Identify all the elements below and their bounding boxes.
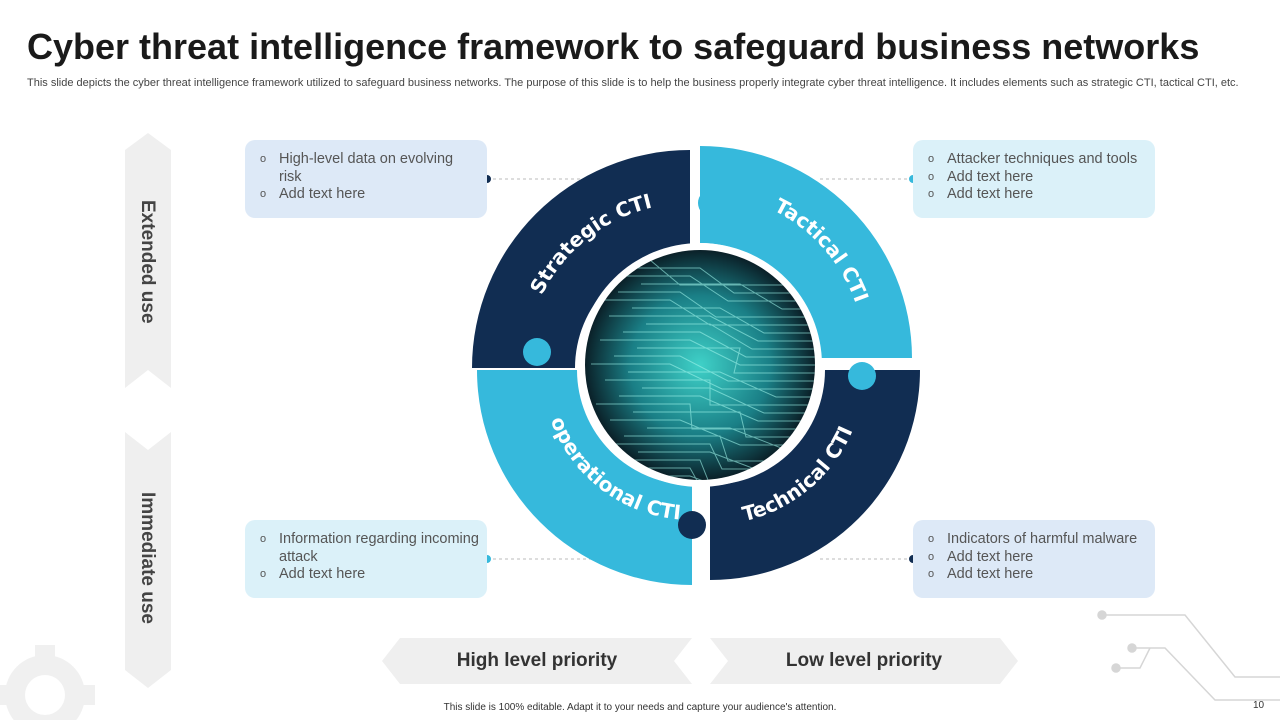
bullet: Add text here [927,549,1147,567]
segment-technical [710,370,920,580]
info-box-strategic: High-level data on evolving riskAdd text… [245,140,487,218]
info-box-technical: Indicators of harmful malwareAdd text he… [913,520,1155,598]
bullet: Information regarding incoming attack [259,531,479,566]
low-priority-label: Low level priority [785,650,943,671]
page-number: 10 [1253,700,1265,711]
bullet: High-level data on evolving risk [259,151,479,186]
segment-strategic [472,150,690,368]
connector-lines [487,178,913,560]
page-subtitle: This slide depicts the cyber threat inte… [27,77,1239,89]
puzzle-knob [523,338,551,366]
bullet: Add text here [259,186,479,204]
page-title: Cyber threat intelligence framework to s… [27,26,1200,67]
low-priority-arrow [710,638,1018,684]
footer-note: This slide is 100% editable. Adapt it to… [443,702,837,713]
info-box-operational: Information regarding incoming attackAdd… [245,520,487,598]
bullet: Add text here [927,566,1147,584]
high-priority-arrow [382,638,692,684]
gear-icon [0,645,95,720]
puzzle-knob [678,511,706,539]
bullet: Add text here [259,566,479,584]
circuit-decoration-icon [1097,610,1280,701]
immediate-use-label: Immediate use [137,492,158,624]
high-priority-label: High level priority [456,650,618,671]
bullet: Add text here [927,169,1147,187]
puzzle-knob [848,362,876,390]
extended-use-label: Extended use [137,200,158,324]
bullet: Indicators of harmful malware [927,531,1147,549]
extended-use-chevron [125,133,171,388]
info-box-tactical: Attacker techniques and toolsAdd text he… [913,140,1155,218]
segment-operational [477,370,692,585]
bullet: Add text here [927,186,1147,204]
immediate-use-chevron [125,432,171,688]
puzzle-knob [698,189,726,217]
bullet: Attacker techniques and tools [927,151,1147,169]
segment-tactical [700,146,912,358]
